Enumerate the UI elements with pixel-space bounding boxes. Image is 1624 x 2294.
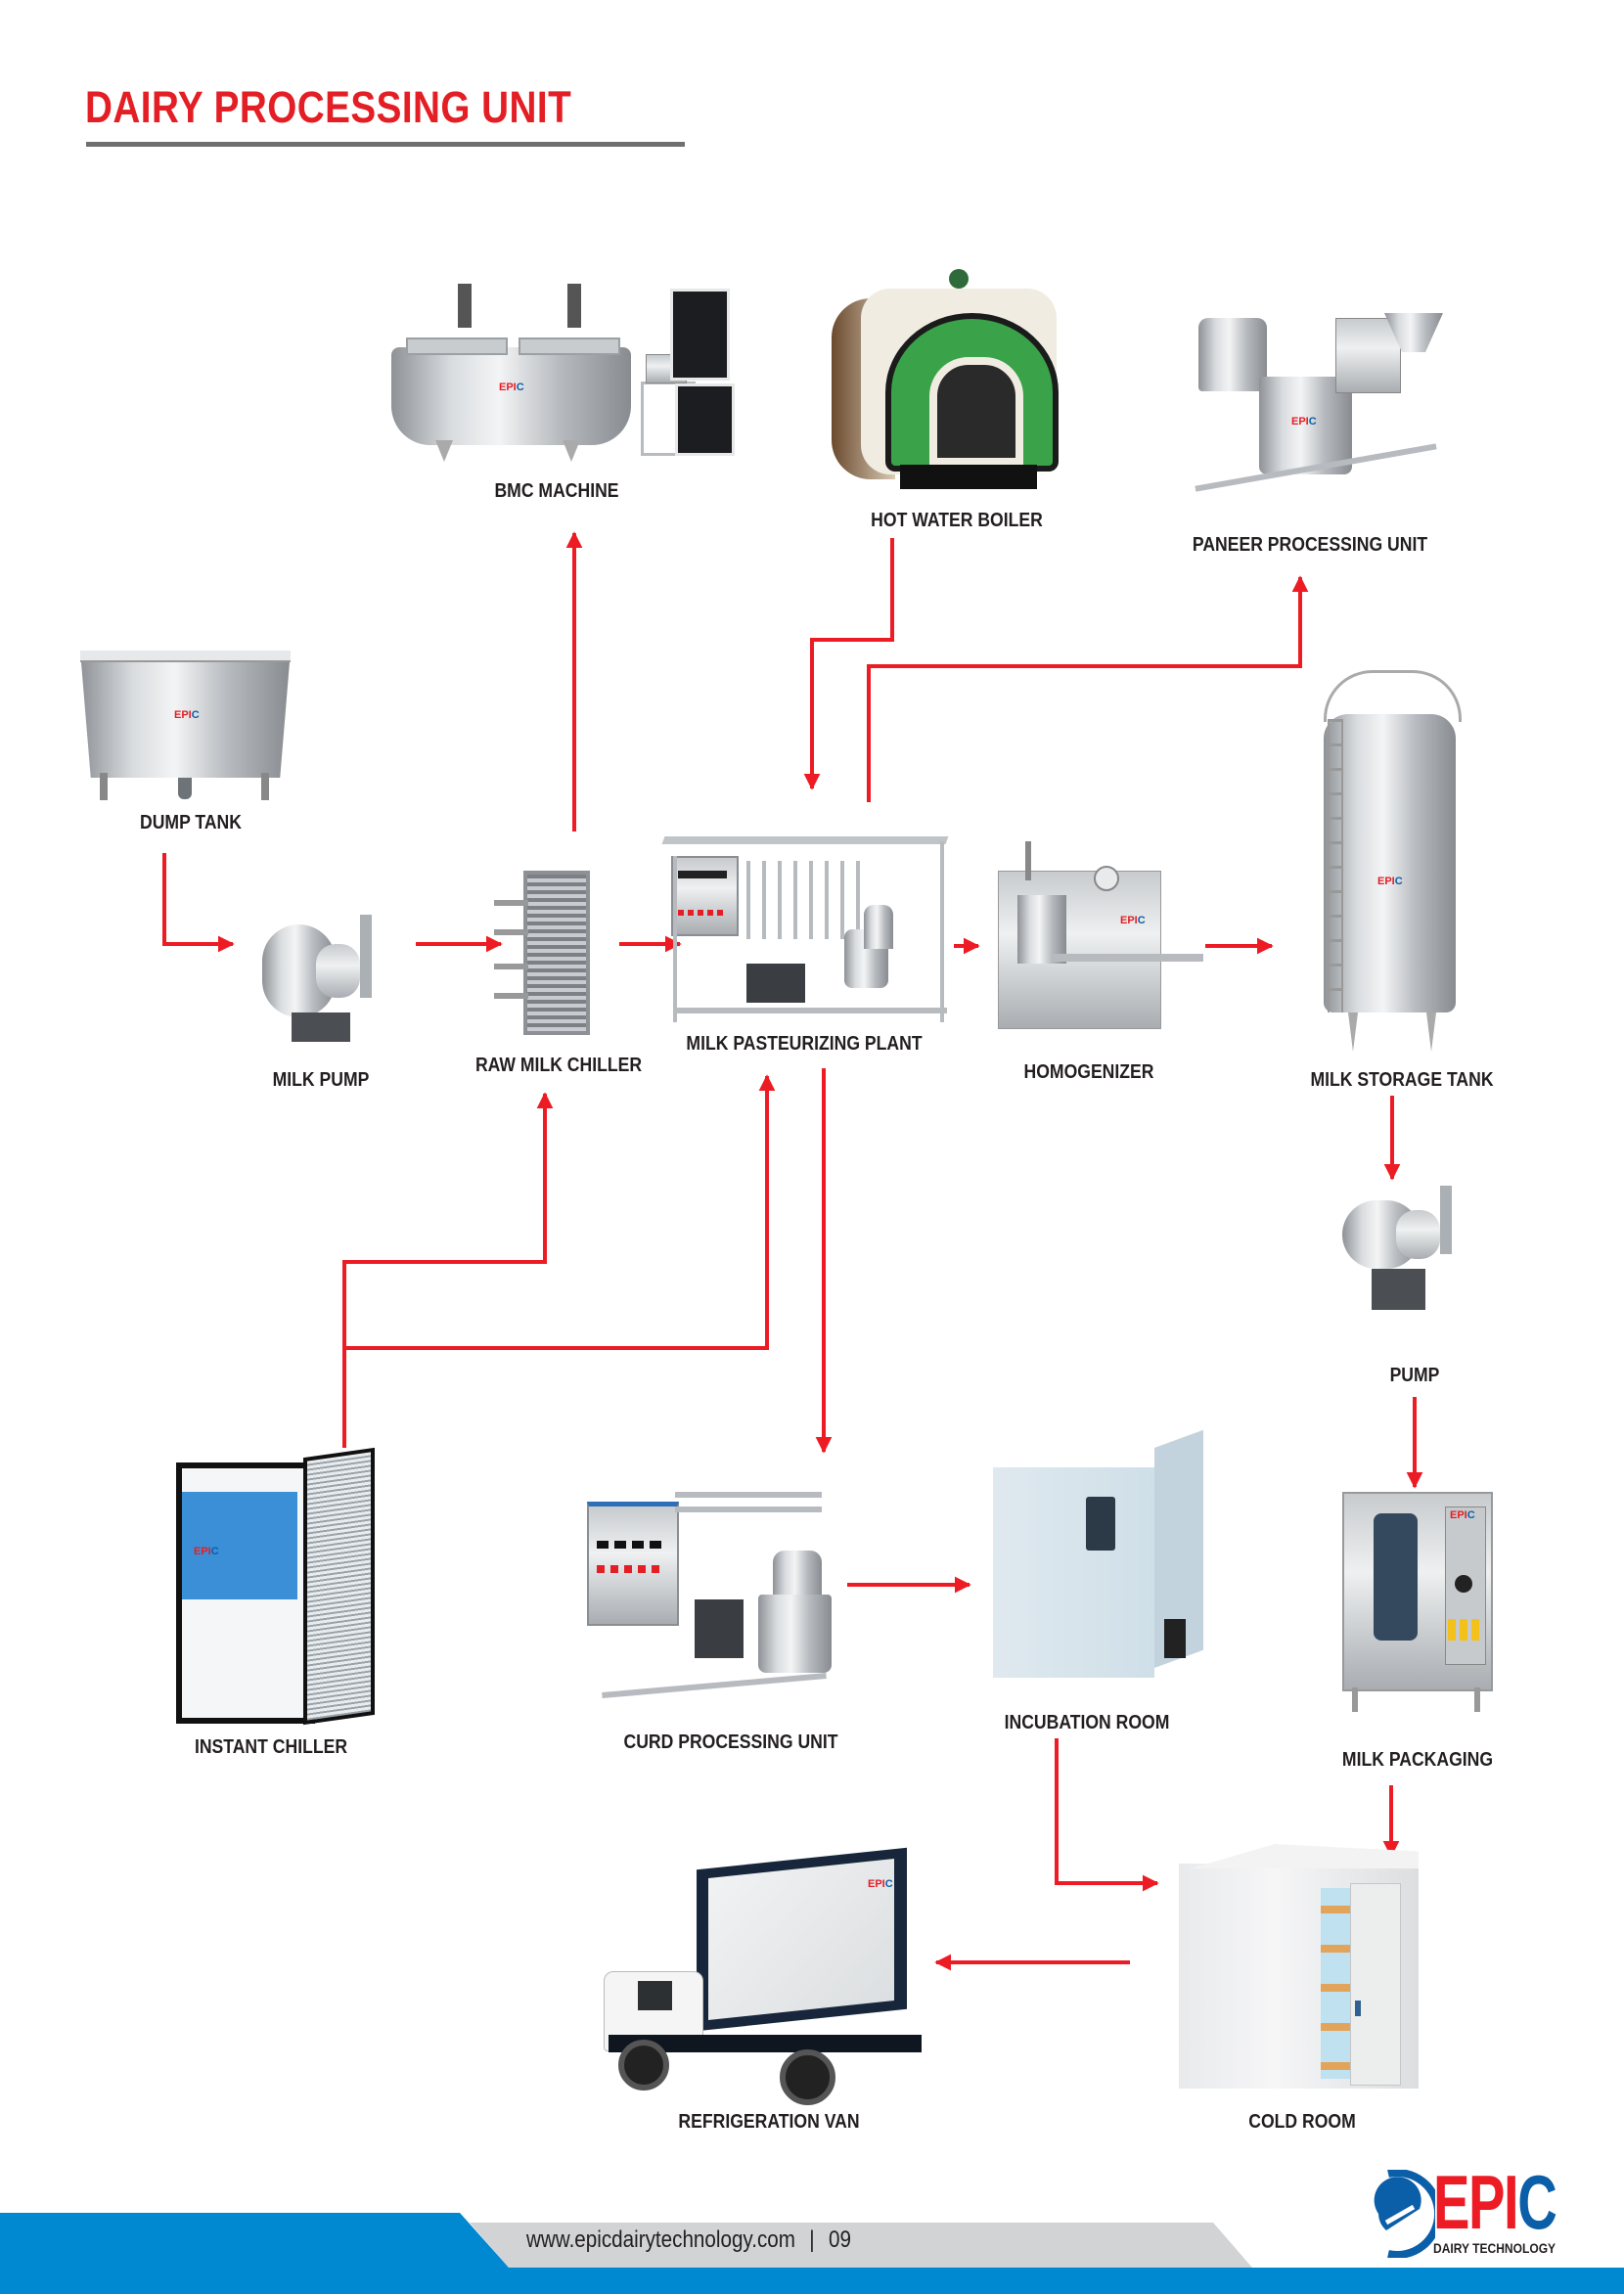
refrigeration-van-label: REFRIGERATION VAN [678, 2111, 860, 2133]
dump-tank-label: DUMP TANK [140, 812, 242, 833]
instant-chiller-image: EPIC [176, 1447, 375, 1726]
cold-room-image [1179, 1844, 1419, 2089]
arrow-incubation-to-cold-room [1055, 1738, 1159, 1892]
arrow-instant-chiller-to-raw-milk-chiller [342, 1092, 554, 1448]
epic-brand-logo: EPIC DAIRY TECHNOLOGY [1365, 2164, 1600, 2258]
raw-milk-chiller-image [494, 871, 602, 1035]
refrigeration-van-image: EPIC [599, 1847, 926, 2105]
page-title: DAIRY PROCESSING UNIT [85, 82, 572, 132]
hot-water-boiler-image [832, 269, 1086, 489]
title-underline [86, 142, 685, 147]
instant-chiller-label: INSTANT CHILLER [194, 1736, 348, 1758]
footer-blue-band [0, 2213, 1624, 2294]
milk-pasteurizing-plant-label: MILK PASTEURIZING PLANT [686, 1033, 923, 1055]
incubation-room-image [993, 1429, 1203, 1683]
milk-pump-image [262, 915, 384, 1047]
curd-processing-unit-label: CURD PROCESSING UNIT [623, 1732, 838, 1753]
bmc-machine-image: EPIC [391, 284, 753, 462]
milk-packaging-image: EPIC [1342, 1492, 1494, 1712]
dump-tank-image: EPIC [80, 651, 291, 807]
website-link[interactable]: www.epicdairytechnology.com [526, 2227, 795, 2253]
footer-separator: | [809, 2227, 815, 2253]
milk-pump-label: MILK PUMP [272, 1069, 370, 1091]
hot-water-boiler-label: HOT WATER BOILER [871, 510, 1043, 531]
homogenizer-image: EPIC [978, 827, 1203, 1032]
paneer-processing-unit-label: PANEER PROCESSING UNIT [1192, 534, 1428, 556]
arrow-instant-chiller-to-pasteurizer [344, 1074, 776, 1350]
pump-label: PUMP [1389, 1365, 1440, 1386]
cold-room-label: COLD ROOM [1248, 2111, 1356, 2133]
milk-storage-tank-image: EPIC [1314, 670, 1466, 1057]
incubation-room-label: INCUBATION ROOM [1004, 1712, 1170, 1733]
arrow-boiler-to-pasteurizer [803, 538, 894, 790]
milk-packaging-label: MILK PACKAGING [1341, 1749, 1494, 1771]
epic-swoosh-icon [1374, 2170, 1435, 2258]
pump-image [1342, 1186, 1465, 1318]
epic-mini-logo: EPIC [499, 382, 524, 393]
curd-processing-unit-image [587, 1482, 841, 1699]
brand-wordmark: EPIC [1433, 2159, 1557, 2245]
paneer-processing-unit-image: EPIC [1189, 289, 1453, 492]
arrow-dump-tank-to-milk-pump [162, 853, 235, 953]
footer-url[interactable]: www.epicdairytechnology.com | 09 [526, 2227, 851, 2254]
homogenizer-label: HOMOGENIZER [1023, 1061, 1154, 1083]
bmc-machine-label: BMC MACHINE [494, 480, 619, 502]
arrow-pasteurizer-to-paneer [867, 575, 1309, 802]
raw-milk-chiller-label: RAW MILK CHILLER [474, 1055, 643, 1076]
milk-pasteurizing-plant-image [661, 836, 952, 1027]
brand-subtitle: DAIRY TECHNOLOGY [1433, 2240, 1556, 2256]
footer-grey-band [470, 2223, 1252, 2268]
footer-band [0, 2213, 1624, 2294]
page-number: 09 [828, 2227, 851, 2253]
milk-storage-tank-label: MILK STORAGE TANK [1310, 1069, 1494, 1091]
